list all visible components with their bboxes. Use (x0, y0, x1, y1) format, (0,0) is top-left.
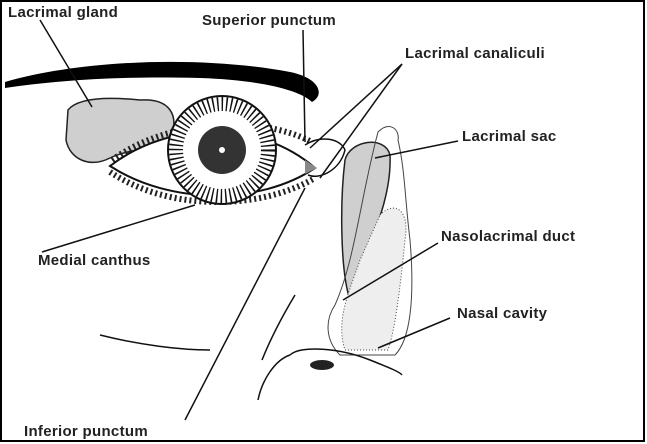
punctum-shape (305, 160, 317, 174)
face-contours (99, 294, 403, 401)
leader-superior-punctum (302, 29, 306, 143)
label-medial-canthus: Medial canthus (38, 252, 151, 269)
label-lacrimal-sac: Lacrimal sac (462, 128, 557, 145)
leader-medial-canthus (41, 204, 196, 253)
label-lacrimal-canaliculi: Lacrimal canaliculi (405, 45, 545, 62)
leader-canaliculi-upper (309, 63, 403, 149)
label-nasal-cavity: Nasal cavity (457, 305, 548, 322)
leader-lines (39, 19, 459, 421)
pupil-highlight (219, 147, 225, 153)
leader-nasal-cavity (377, 317, 451, 349)
leader-lacrimal-sac (374, 140, 459, 159)
iris-pattern (169, 97, 275, 203)
leader-inferior-punctum (184, 187, 306, 421)
nasal-bone-outline (327, 126, 413, 356)
eyebrow (5, 61, 319, 102)
leader-nasolacrimal-duct (342, 242, 439, 301)
nostril (310, 360, 334, 370)
leader-canaliculi-lower (319, 63, 403, 179)
leader-lacrimal-gland (39, 19, 93, 108)
label-lacrimal-gland: Lacrimal gland (8, 4, 119, 21)
label-nasolacrimal-duct: Nasolacrimal duct (441, 228, 576, 245)
label-inferior-punctum: Inferior punctum (24, 423, 148, 440)
nasal-cavity-shape (341, 207, 407, 351)
label-superior-punctum: Superior punctum (202, 12, 336, 29)
